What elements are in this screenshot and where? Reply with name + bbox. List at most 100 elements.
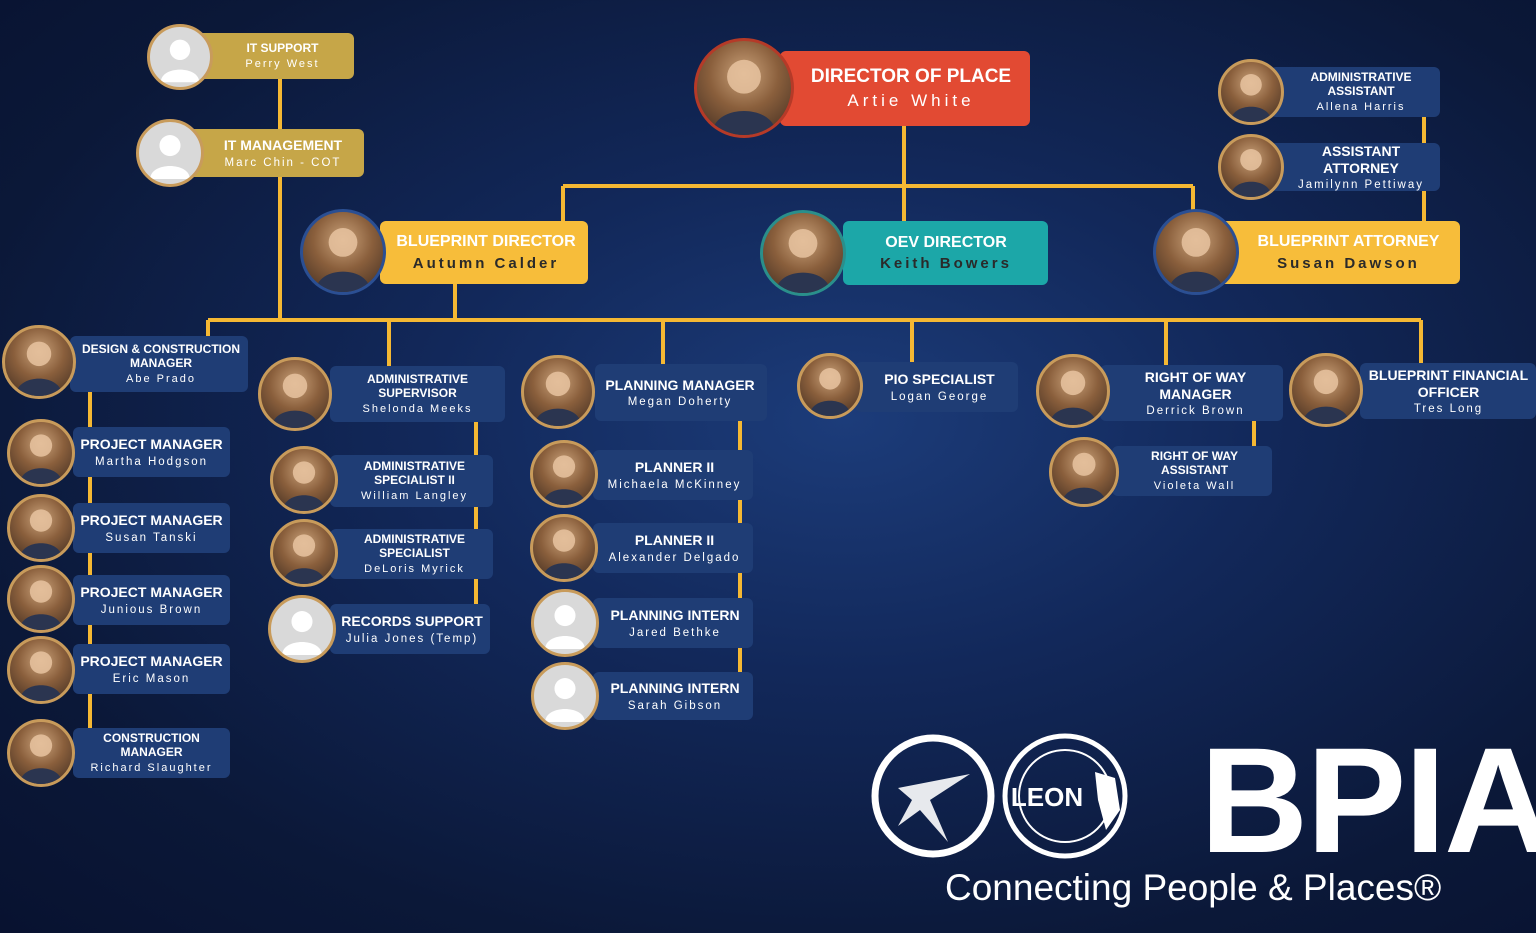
- avatar-placeholder-icon: [531, 589, 599, 657]
- person-name: Marc Chin - COT: [224, 156, 342, 169]
- avatar: [7, 719, 75, 787]
- org-card-admin-specialist: ADMINISTRATIVE SPECIALIST DeLoris Myrick: [330, 529, 493, 579]
- avatar: [258, 357, 332, 431]
- avatar: [760, 210, 846, 296]
- person-name: Sarah Gibson: [627, 699, 723, 712]
- role-title: CONSTRUCTION MANAGER: [103, 730, 200, 759]
- role-title: DESIGN & CONSTRUCTION MANAGER: [81, 341, 240, 370]
- org-card-blueprint-director: BLUEPRINT DIRECTOR Autumn Calder: [380, 221, 588, 284]
- role-title: PLANNER II: [634, 532, 715, 549]
- logo-tagline: Connecting People & Places®: [945, 867, 1442, 908]
- avatar: [2, 325, 76, 399]
- role-title: PLANNING INTERN: [610, 607, 740, 624]
- avatar: [694, 38, 794, 138]
- org-card-construction-manager: CONSTRUCTION MANAGER Richard Slaughter: [73, 728, 230, 778]
- avatar: [7, 419, 75, 487]
- person-name: Allena Harris: [1316, 101, 1406, 114]
- person-name: Martha Hodgson: [94, 455, 209, 468]
- org-card-planning-intern-2: PLANNING INTERN Sarah Gibson: [593, 672, 753, 720]
- role-title: RECORDS SUPPORT: [341, 613, 483, 630]
- org-card-project-manager-2: PROJECT MANAGER Susan Tanski: [73, 503, 230, 553]
- org-card-blueprint-attorney: BLUEPRINT ATTORNEY Susan Dawson: [1218, 221, 1460, 284]
- seal-text: LEON: [1011, 782, 1083, 812]
- person-name: Susan Dawson: [1277, 254, 1420, 272]
- role-title: ADMINISTRATIVE SPECIALIST II: [363, 458, 466, 487]
- org-card-design-construction-manager: DESIGN & CONSTRUCTION MANAGER Abe Prado: [70, 336, 248, 392]
- role-title: BLUEPRINT ATTORNEY: [1257, 233, 1440, 251]
- person-name: DeLoris Myrick: [364, 563, 465, 576]
- role-title: ADMINISTRATIVE SPECIALIST: [363, 531, 466, 560]
- role-title: PLANNER II: [634, 459, 715, 476]
- role-title: PROJECT MANAGER: [80, 436, 223, 453]
- role-title: PLANNING INTERN: [610, 680, 740, 697]
- role-title: BLUEPRINT FINANCIAL OFFICER: [1368, 367, 1529, 400]
- avatar-placeholder-icon: [531, 662, 599, 730]
- person-name: William Langley: [360, 490, 469, 503]
- role-title: DIRECTOR OF PLACE: [810, 66, 1012, 88]
- person-name: Susan Tanski: [105, 531, 198, 544]
- person-name: Alexander Delgado: [608, 551, 741, 564]
- role-title: ADMINISTRATIVE SUPERVISOR: [366, 371, 469, 400]
- avatar-placeholder-icon: [147, 24, 213, 90]
- role-title: IT MANAGEMENT: [223, 137, 343, 154]
- org-card-it-support: IT SUPPORT Perry West: [194, 33, 354, 79]
- person-name: Perry West: [245, 58, 320, 71]
- avatar: [1218, 134, 1284, 200]
- org-card-project-manager-1: PROJECT MANAGER Martha Hodgson: [73, 427, 230, 477]
- person-name: Julia Jones (Temp): [345, 632, 479, 645]
- blueprint-star-icon: [871, 734, 995, 858]
- role-title: OEV DIRECTOR: [885, 233, 1007, 251]
- person-name: Violeta Wall: [1153, 480, 1236, 493]
- org-card-planner-2-a: PLANNER II Michaela McKinney: [593, 450, 753, 500]
- role-title: PROJECT MANAGER: [80, 512, 223, 529]
- role-title: BLUEPRINT DIRECTOR: [396, 233, 576, 251]
- person-name: Jared Bethke: [629, 626, 721, 639]
- org-card-project-manager-4: PROJECT MANAGER Eric Mason: [73, 644, 230, 694]
- logo-wordmark: BPIA: [1200, 716, 1536, 884]
- person-name: Richard Slaughter: [90, 762, 213, 775]
- org-card-admin-assistant: ADMINISTRATIVE ASSISTANT Allena Harris: [1270, 67, 1440, 117]
- person-name: Tres Long: [1413, 402, 1484, 415]
- org-card-oev-director: OEV DIRECTOR Keith Bowers: [843, 221, 1048, 285]
- bpia-logo: LEON BPIA Connecting People & Places®: [870, 725, 1536, 925]
- org-card-planner-2-b: PLANNER II Alexander Delgado: [593, 523, 753, 573]
- avatar: [1289, 353, 1363, 427]
- org-card-project-manager-3: PROJECT MANAGER Junious Brown: [73, 575, 230, 625]
- person-name: Derrick Brown: [1146, 404, 1245, 417]
- org-card-admin-supervisor: ADMINISTRATIVE SUPERVISOR Shelonda Meeks: [330, 366, 505, 422]
- avatar-placeholder-icon: [136, 119, 204, 187]
- avatar-placeholder-icon: [268, 595, 336, 663]
- avatar: [1036, 354, 1110, 428]
- role-title: ASSISTANT ATTORNEY: [1321, 143, 1401, 176]
- avatar: [797, 353, 863, 419]
- person-name: Keith Bowers: [880, 255, 1012, 273]
- person-name: Autumn Calder: [412, 254, 560, 272]
- org-card-admin-specialist-2: ADMINISTRATIVE SPECIALIST II William Lang…: [330, 455, 493, 507]
- org-card-it-management: IT MANAGEMENT Marc Chin - COT: [178, 129, 364, 177]
- avatar: [7, 494, 75, 562]
- avatar: [530, 440, 598, 508]
- role-title: PLANNING MANAGER: [605, 376, 755, 393]
- leon-county-seal-icon: LEON: [1002, 733, 1128, 859]
- person-name: Megan Doherty: [627, 396, 733, 409]
- person-name: Michaela McKinney: [607, 478, 742, 491]
- role-title: IT SUPPORT: [246, 40, 319, 55]
- role-title: RIGHT OF WAY MANAGER: [1144, 369, 1247, 402]
- role-title: PROJECT MANAGER: [80, 653, 223, 670]
- avatar: [1153, 209, 1239, 295]
- org-card-blueprint-financial-officer: BLUEPRINT FINANCIAL OFFICER Tres Long: [1360, 363, 1536, 419]
- person-name: Eric Mason: [112, 672, 191, 685]
- person-name: Junious Brown: [100, 603, 203, 616]
- avatar: [270, 446, 338, 514]
- role-title: PROJECT MANAGER: [80, 584, 223, 601]
- person-name: Shelonda Meeks: [362, 403, 473, 416]
- person-name: Artie White: [847, 90, 975, 110]
- person-name: Abe Prado: [126, 373, 196, 386]
- role-title: ADMINISTRATIVE ASSISTANT: [1310, 69, 1412, 98]
- avatar: [1218, 59, 1284, 125]
- org-card-planning-manager: PLANNING MANAGER Megan Doherty: [595, 364, 767, 421]
- avatar: [300, 209, 386, 295]
